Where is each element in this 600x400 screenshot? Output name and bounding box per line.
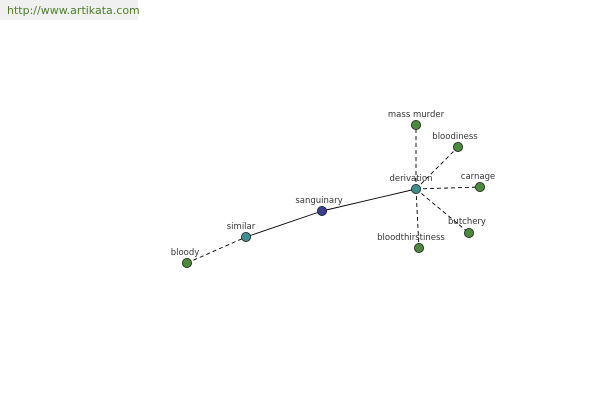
node-label-bloodiness: bloodiness bbox=[432, 132, 478, 142]
node-derivation[interactable]: derivation bbox=[389, 174, 433, 194]
edge-derivation-bloodthirstiness bbox=[415, 188, 420, 249]
edge-sanguinary-derivation bbox=[321, 188, 417, 212]
node-carnage[interactable]: carnage bbox=[461, 172, 495, 192]
graph-nodes: bloody similar sanguinary derivation mass mu… bbox=[171, 110, 495, 268]
node-circle-butchery[interactable] bbox=[463, 227, 474, 238]
edge-similar-sanguinary bbox=[245, 210, 323, 238]
node-label-mass-murder: mass murder bbox=[388, 110, 445, 120]
edge-derivation-butchery bbox=[415, 188, 470, 234]
url-bar: http://www.artikata.com bbox=[0, 0, 140, 20]
node-circle-mass-murder[interactable] bbox=[410, 120, 421, 131]
edge-derivation-bloodiness bbox=[415, 146, 459, 190]
node-bloodiness[interactable]: bloodiness bbox=[432, 132, 478, 152]
node-similar[interactable]: similar bbox=[227, 222, 256, 242]
node-circle-derivation[interactable] bbox=[410, 183, 421, 194]
node-circle-similar[interactable] bbox=[240, 231, 251, 242]
node-label-carnage: carnage bbox=[461, 172, 495, 182]
node-mass-murder[interactable]: mass murder bbox=[388, 110, 445, 131]
node-circle-bloody[interactable] bbox=[181, 257, 192, 268]
node-label-butchery: butchery bbox=[448, 217, 486, 227]
graph-edges bbox=[186, 125, 481, 264]
node-label-similar: similar bbox=[227, 222, 256, 232]
site-url-link[interactable]: http://www.artikata.com bbox=[7, 4, 140, 17]
node-circle-carnage[interactable] bbox=[474, 181, 485, 192]
edge-bloody-similar bbox=[186, 236, 247, 264]
node-bloodthirstiness[interactable]: bloodthirstiness bbox=[377, 233, 445, 253]
node-sanguinary[interactable]: sanguinary bbox=[295, 196, 343, 216]
node-label-bloody: bloody bbox=[171, 248, 200, 258]
node-circle-sanguinary[interactable] bbox=[316, 205, 327, 216]
node-label-sanguinary: sanguinary bbox=[295, 196, 342, 206]
node-circle-bloodthirstiness[interactable] bbox=[413, 242, 424, 253]
node-label-derivation: derivation bbox=[389, 174, 432, 184]
node-label-bloodthirstiness: bloodthirstiness bbox=[377, 233, 445, 243]
node-butchery[interactable]: butchery bbox=[448, 217, 486, 238]
node-circle-bloodiness[interactable] bbox=[452, 141, 463, 152]
node-bloody[interactable]: bloody bbox=[171, 248, 200, 268]
edge-derivation-carnage bbox=[415, 186, 481, 190]
